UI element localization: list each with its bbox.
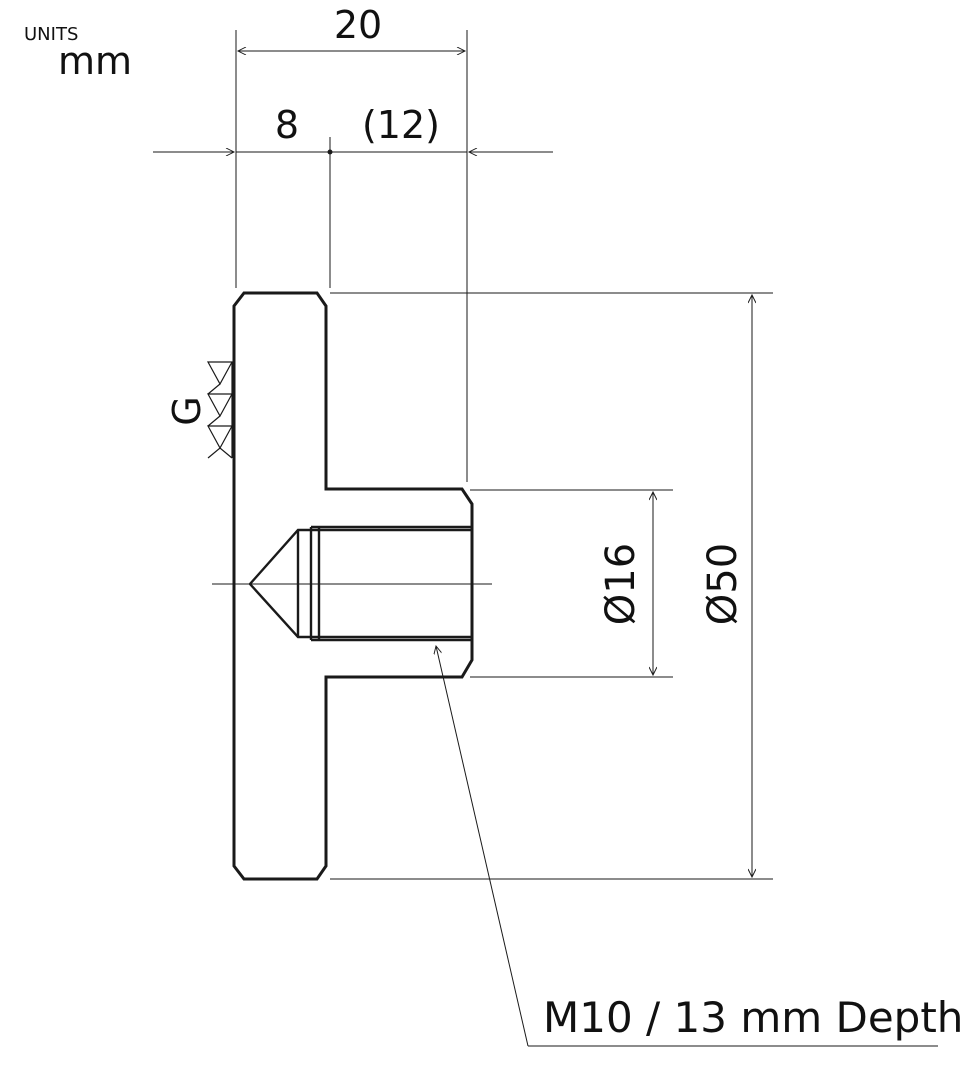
part-outline — [232, 291, 474, 881]
dimension-flange-thickness: 8 — [275, 103, 299, 147]
dimension-flange-diameter: Ø50 — [700, 543, 746, 625]
dimension-overall-length: 20 — [334, 3, 382, 47]
dimension-boss-diameter: Ø16 — [598, 543, 644, 625]
dimension-boss-length: (12) — [362, 103, 440, 147]
dimension-dot — [327, 149, 333, 155]
units-value: mm — [58, 39, 132, 83]
surface-finish-label: G — [165, 396, 209, 425]
units-caption: UNITS — [24, 24, 78, 45]
extension-lines — [235, 30, 773, 880]
surface-finish-icon — [206, 361, 234, 459]
thread-leader-line — [436, 646, 529, 1047]
thread-callout: M10 / 13 mm Depth — [543, 993, 963, 1042]
